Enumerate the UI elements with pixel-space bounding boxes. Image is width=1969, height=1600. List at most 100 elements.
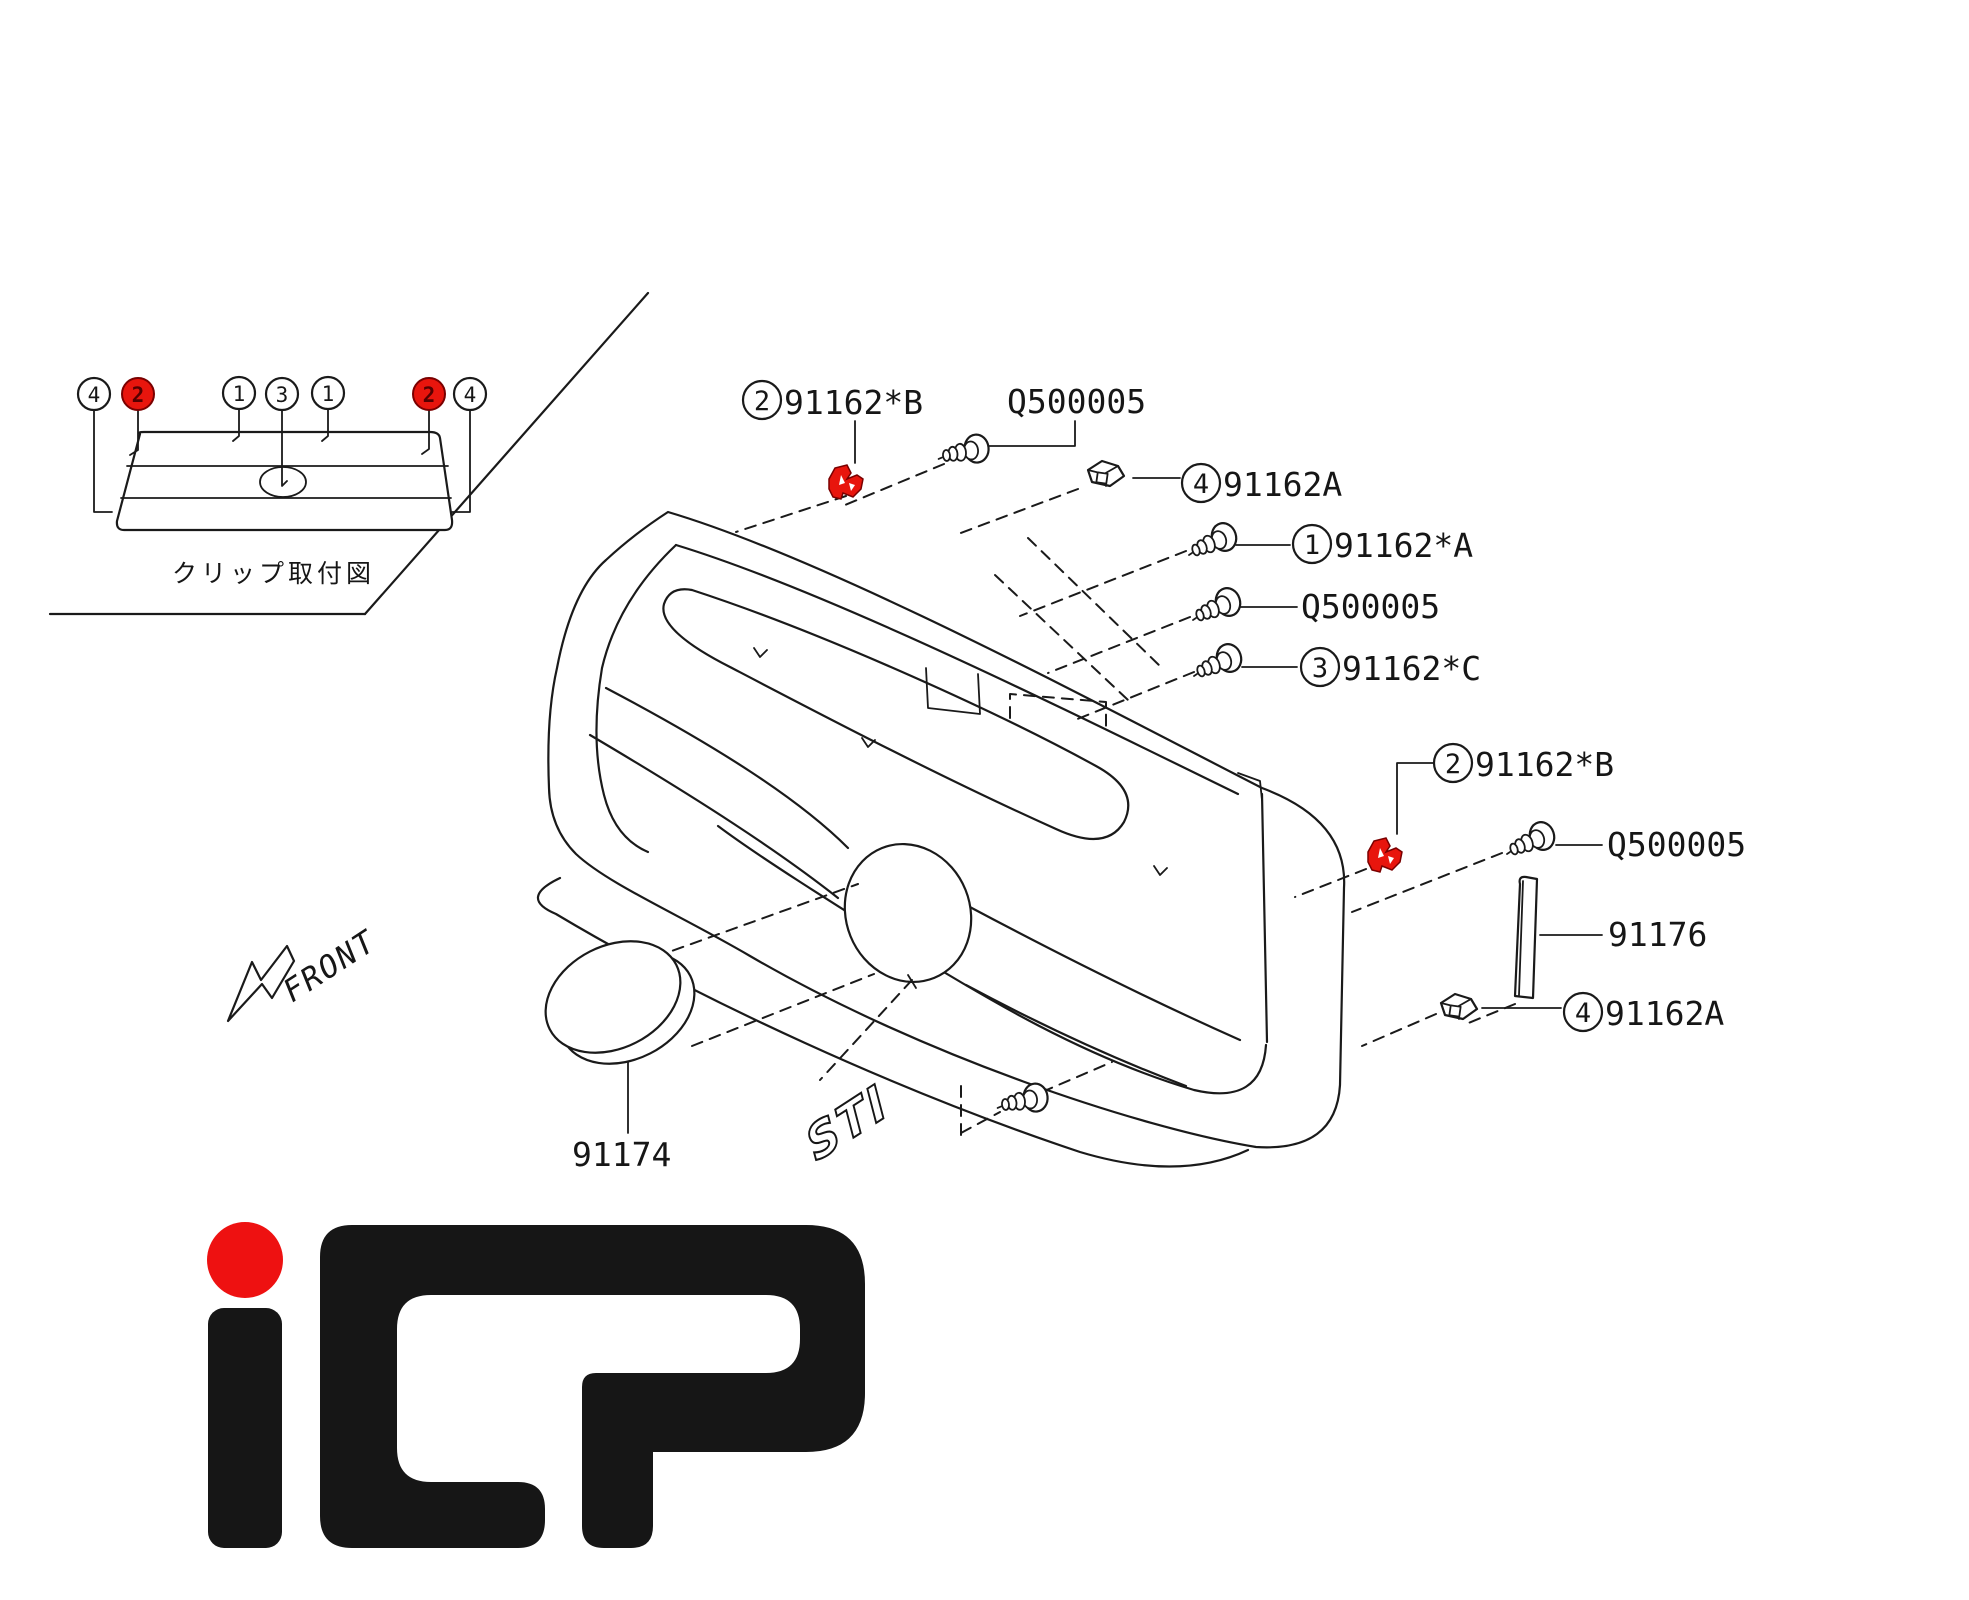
callout-91162B-top: 2 91162*B <box>741 379 923 422</box>
screw-icon <box>1191 583 1245 623</box>
icp-logo <box>207 1222 865 1548</box>
grille-upper-opening <box>662 588 1130 841</box>
callout-number: 4 <box>88 383 101 407</box>
front-arrow-icon <box>226 944 296 1023</box>
screw-icon <box>1192 639 1246 679</box>
part-code: 91162A <box>1223 465 1342 504</box>
dashed-line <box>1351 852 1503 913</box>
logo-cp-glyph <box>320 1225 865 1548</box>
dashed-line <box>1027 537 1163 669</box>
front-direction-marker: FRONT <box>226 923 384 1023</box>
grille-slat-line <box>966 904 1242 1042</box>
part-code: Q500005 <box>1007 382 1146 421</box>
grille-hole-tick <box>907 974 917 989</box>
grille-inner-bottom-line <box>716 824 1268 1095</box>
callout-number: 2 <box>423 383 436 407</box>
inset-callout-4-right: 4 <box>452 376 488 412</box>
grille-bottom-lip <box>536 876 1250 1168</box>
dashed-line <box>654 883 859 958</box>
grille-outer-outline <box>547 510 1346 1149</box>
callout-91162B-mid: 2 91162*B <box>1432 742 1614 784</box>
grille-slat-line <box>604 686 850 850</box>
inset-callout-2-left: 2 <box>121 377 155 411</box>
clip-nut-icon <box>1439 992 1479 1021</box>
inset-clip-diagram: 4 2 1 3 1 2 4 クリップ取付図 <box>48 291 650 616</box>
inset-border-diagonal <box>363 291 650 616</box>
callout-91162A-mid: 4 91162A <box>1562 991 1724 1033</box>
emblem-91174-part <box>544 940 696 1065</box>
grille-tick-marks <box>753 647 1168 876</box>
sti-badge-text: STI <box>798 1073 897 1172</box>
dashed-line <box>1361 1013 1437 1047</box>
callout-number: 2 <box>132 383 145 407</box>
part-code: 91162*C <box>1342 649 1481 688</box>
dashed-bracket <box>1009 693 1107 727</box>
stay-91176-part <box>1513 875 1539 1000</box>
screw-icon <box>1505 817 1559 857</box>
callout-number: 4 <box>464 383 477 407</box>
callout-91174: 91174 <box>572 1135 671 1174</box>
part-code: Q500005 <box>1301 587 1440 626</box>
callout-91162C: 3 91162*C <box>1299 646 1481 688</box>
dashed-line <box>1019 550 1187 617</box>
callout-91162A-right: 4 91162A <box>1180 462 1342 504</box>
inset-callout-1-right: 1 <box>310 375 346 411</box>
inset-caption: クリップ取付図 <box>172 559 375 588</box>
callout-number: 3 <box>1312 653 1328 684</box>
clip-nut-icon <box>1086 459 1126 488</box>
part-code: 91174 <box>572 1135 671 1174</box>
callout-91162A-star-a: 1 91162*A <box>1291 523 1473 565</box>
logo-i-dot <box>207 1222 283 1298</box>
part-code: Q500005 <box>1607 825 1746 864</box>
inset-grille-dividers <box>120 465 452 499</box>
grille-right-cap-line <box>1260 792 1269 1044</box>
callout-Q500005-mid: Q500005 <box>1607 825 1746 864</box>
part-number-callouts: 2 91162*B Q500005 4 91162A 1 91162*A Q50… <box>572 379 1746 1174</box>
part-code: 91162*B <box>1475 745 1614 784</box>
leader-line <box>987 420 1076 447</box>
callout-number: 1 <box>233 382 246 406</box>
inset-callout-4-left: 4 <box>76 376 112 412</box>
grille-slat-line <box>964 983 1188 1088</box>
dashed-line <box>1047 616 1191 674</box>
leader-line <box>1396 762 1434 835</box>
inset-emblem-oval <box>259 466 307 498</box>
screw-icon <box>1187 518 1241 558</box>
grille-emblem-hole <box>843 842 973 984</box>
grille-slat-line <box>588 733 840 900</box>
callout-Q500005-top: Q500005 <box>1007 382 1146 421</box>
inset-callout-1-left: 1 <box>221 375 257 411</box>
grille-top-notch <box>925 667 981 715</box>
logo-i-stem <box>208 1308 282 1548</box>
inset-callout-2-right: 2 <box>412 377 446 411</box>
dashed-line <box>735 495 847 533</box>
callout-number: 1 <box>1304 530 1320 561</box>
assembly-dashed-lines <box>654 463 1516 1137</box>
inset-callout-3: 3 <box>264 376 300 412</box>
dashed-line <box>1074 671 1195 721</box>
callout-number: 2 <box>754 386 770 417</box>
callout-number: 4 <box>1193 469 1209 500</box>
callout-Q500005-right: Q500005 <box>1301 587 1440 626</box>
callout-91176: 91176 <box>1608 915 1707 954</box>
callout-number: 1 <box>322 382 335 406</box>
leader-lines <box>627 420 1603 1134</box>
part-code: 91176 <box>1608 915 1707 954</box>
front-label: FRONT <box>277 923 384 1010</box>
grille-right-cap-step <box>1237 772 1263 801</box>
part-code: 91162A <box>1605 994 1724 1033</box>
sti-badge: STI <box>797 1072 898 1173</box>
part-code: 91162*A <box>1334 526 1473 565</box>
dashed-line <box>1294 868 1367 898</box>
screw-icon <box>937 423 997 472</box>
callout-number: 4 <box>1575 998 1591 1029</box>
screw-icon <box>996 1072 1056 1121</box>
dashed-line <box>960 1111 1001 1134</box>
dashed-line <box>1041 1061 1113 1093</box>
grille-inner-left-line <box>595 543 678 854</box>
grille-drawing <box>536 510 1346 1168</box>
highlighted-clip-icon <box>828 464 864 500</box>
dashed-line <box>994 574 1129 701</box>
dashed-line <box>957 488 1079 535</box>
